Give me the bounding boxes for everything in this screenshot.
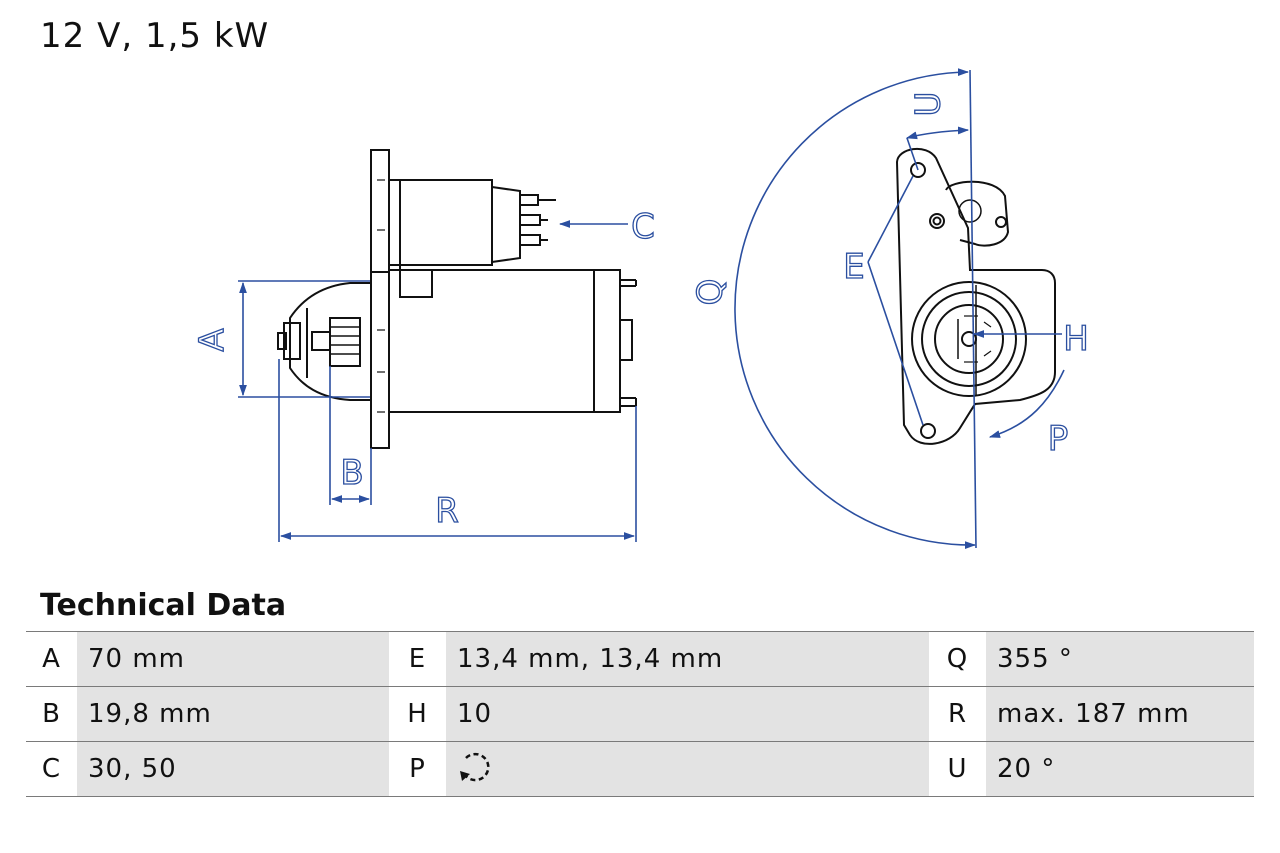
spec-value: 20 ° [986, 741, 1254, 797]
product-voltage-power: 12 V, 1,5 kW [40, 16, 270, 56]
spec-key: B [26, 686, 77, 742]
spec-value: 355 ° [986, 631, 1254, 687]
spec-value: 13,4 mm, 13,4 mm [446, 631, 929, 687]
label-b: B [340, 453, 363, 493]
starter-end-view [895, 147, 1056, 445]
starter-side-view [277, 149, 637, 449]
end-view-dimensions [734, 68, 1065, 550]
spec-value-rotation [446, 741, 929, 797]
side-view-dimensions [238, 220, 637, 542]
spec-key: U [929, 741, 986, 797]
spec-key: R [929, 686, 986, 742]
label-a: A [193, 328, 233, 351]
table-row: B 19,8 mm H 10 R max. 187 mm [26, 686, 1254, 742]
label-q: Q [691, 279, 731, 306]
spec-key: A [26, 631, 77, 687]
spec-key: E [389, 631, 446, 687]
label-r: R [435, 491, 459, 531]
technical-data-heading: Technical Data [40, 588, 287, 623]
label-h: H [1063, 319, 1089, 359]
technical-data-table: A 70 mm E 13,4 mm, 13,4 mm Q 355 ° B 19,… [26, 631, 1254, 797]
starter-motor-drawing: A B R C Q U E H P [192, 68, 1089, 550]
label-c: C [631, 207, 655, 247]
spec-value: max. 187 mm [986, 686, 1254, 742]
spec-key: P [389, 741, 446, 797]
spec-value: 19,8 mm [77, 686, 389, 742]
spec-key: H [389, 686, 446, 742]
clockwise-rotation-icon [460, 752, 490, 782]
spec-value: 70 mm [77, 631, 389, 687]
table-row: A 70 mm E 13,4 mm, 13,4 mm Q 355 ° [26, 631, 1254, 687]
spec-key: Q [929, 631, 986, 687]
spec-value: 10 [446, 686, 929, 742]
table-row: C 30, 50 P U 20 ° [26, 741, 1254, 797]
label-u: U [909, 92, 949, 117]
spec-key: C [26, 741, 77, 797]
label-e: E [843, 247, 864, 287]
spec-value: 30, 50 [77, 741, 389, 797]
label-p: P [1048, 419, 1069, 459]
